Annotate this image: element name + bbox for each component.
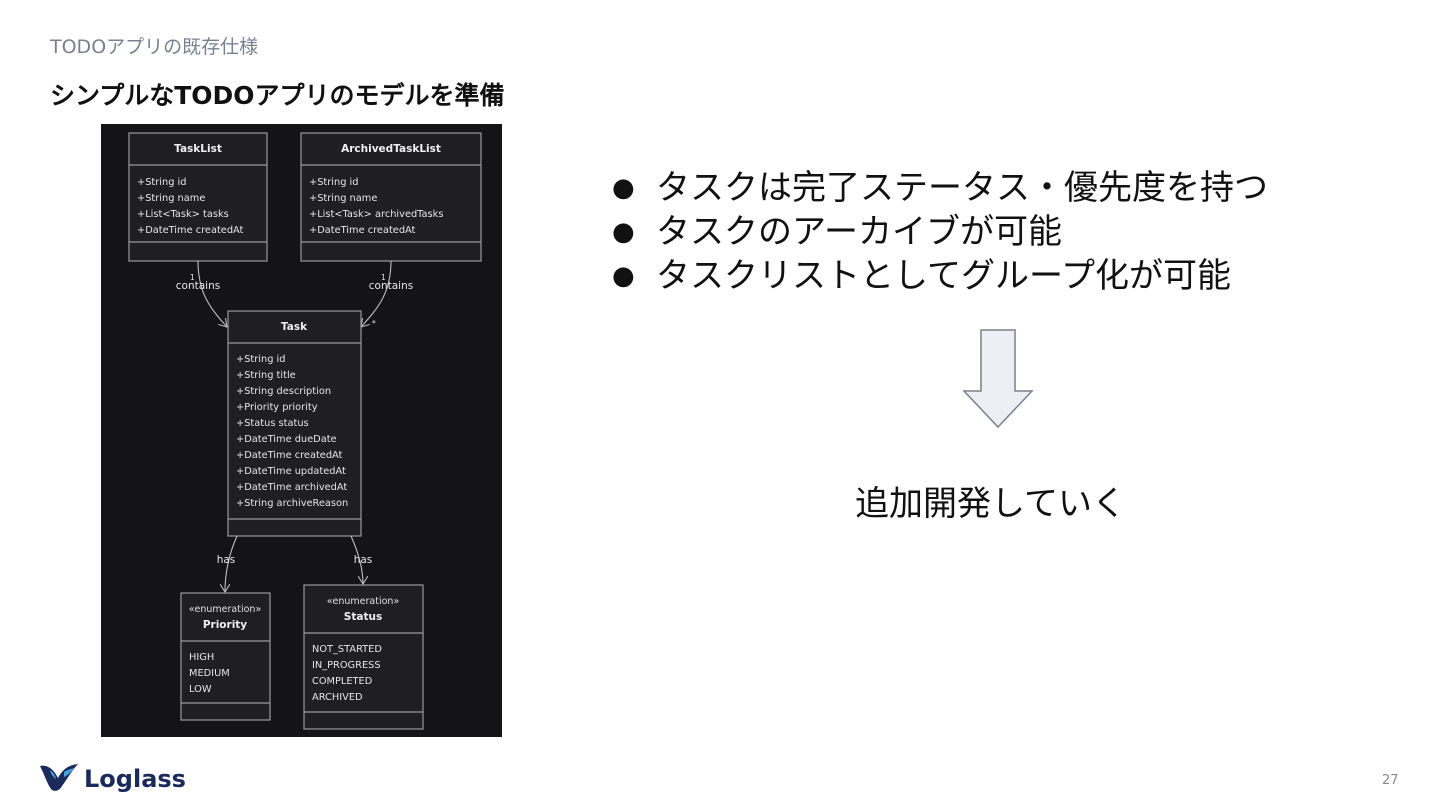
class-attribute: +Priority priority xyxy=(236,402,318,413)
class-name: ArchivedTaskList xyxy=(341,143,441,155)
relation-multiplicity: 1 xyxy=(190,273,195,282)
relation-multiplicity: 1 xyxy=(381,273,386,282)
class-task: Task +String id +String title +String de… xyxy=(227,310,362,537)
bullet-marker: ● xyxy=(612,217,635,247)
class-attribute: +DateTime createdAt xyxy=(137,225,244,236)
class-attribute: +String id xyxy=(236,354,286,365)
bullet-marker: ● xyxy=(612,173,635,203)
relation-task-status: has xyxy=(350,535,373,584)
class-attribute: +List<Task> tasks xyxy=(137,209,229,220)
enum-value: LOW xyxy=(189,684,212,695)
class-attribute: +DateTime archivedAt xyxy=(236,482,347,493)
class-tasklist: TaskList +String id +String name +List<T… xyxy=(128,132,268,262)
class-attribute: +DateTime createdAt xyxy=(236,450,343,461)
class-attribute: +DateTime dueDate xyxy=(236,434,337,445)
relation-archived-task: 1 contains * xyxy=(361,260,413,328)
list-item: ● タスクのアーカイブが可能 xyxy=(612,210,1268,254)
class-name: Priority xyxy=(203,619,247,631)
list-item-text: タスクのアーカイブが可能 xyxy=(656,212,1062,252)
enum-priority: «enumeration» Priority HIGH MEDIUM LOW xyxy=(180,592,271,721)
class-attribute: +String name xyxy=(309,193,377,204)
bird-logo-icon xyxy=(38,760,80,798)
enum-value: MEDIUM xyxy=(189,668,230,679)
relation-label: has xyxy=(217,554,236,566)
class-name: TaskList xyxy=(174,143,222,155)
enum-status: «enumeration» Status NOT_STARTED IN_PROG… xyxy=(303,584,424,730)
class-attribute: +String title xyxy=(236,370,296,381)
breadcrumb: TODOアプリの既存仕様 xyxy=(50,36,259,58)
logo-text: Loglass xyxy=(84,765,186,793)
company-logo: Loglass xyxy=(38,760,186,798)
relation-task-priority: has xyxy=(217,535,238,592)
conclusion-text: 追加開発していく xyxy=(855,484,1126,524)
enum-value: HIGH xyxy=(189,652,214,663)
class-attribute: +String id xyxy=(137,177,187,188)
class-name: Status xyxy=(344,611,382,623)
list-item: ● タスクは完了ステータス・優先度を持つ xyxy=(612,166,1268,210)
page-title: シンプルなTODOアプリのモデルを準備 xyxy=(50,81,505,110)
class-attribute: +Status status xyxy=(236,418,309,429)
enum-value: IN_PROGRESS xyxy=(312,660,381,671)
bullet-marker: ● xyxy=(612,261,635,291)
class-archivedtasklist: ArchivedTaskList +String id +String name… xyxy=(300,132,482,262)
class-attribute: +String archiveReason xyxy=(236,498,348,509)
class-attribute: +String description xyxy=(236,386,331,397)
list-item-text: タスクは完了ステータス・優先度を持つ xyxy=(656,168,1268,208)
class-stereotype: «enumeration» xyxy=(189,604,262,615)
class-attribute: +List<Task> archivedTasks xyxy=(309,209,443,220)
class-diagram: TaskList +String id +String name +List<T… xyxy=(101,124,502,737)
relation-label: has xyxy=(354,554,373,566)
relation-tasklist-task: 1 contains xyxy=(176,260,227,327)
relation-label: contains xyxy=(176,280,220,292)
list-item-text: タスクリストとしてグループ化が可能 xyxy=(656,256,1231,296)
class-attribute: +String name xyxy=(137,193,205,204)
enum-value: ARCHIVED xyxy=(312,692,363,703)
relation-label: contains xyxy=(369,280,413,292)
list-item: ● タスクリストとしてグループ化が可能 xyxy=(612,254,1268,298)
feature-list: ● タスクは完了ステータス・優先度を持つ ● タスクのアーカイブが可能 ● タスクリス… xyxy=(612,166,1268,298)
class-attribute: +DateTime createdAt xyxy=(309,225,416,236)
class-attribute: +String id xyxy=(309,177,359,188)
down-arrow-icon xyxy=(962,329,1034,433)
class-attribute: +DateTime updatedAt xyxy=(236,466,346,477)
class-name: Task xyxy=(281,321,308,333)
relation-target-multiplicity: * xyxy=(372,319,376,328)
class-stereotype: «enumeration» xyxy=(327,596,400,607)
enum-value: NOT_STARTED xyxy=(312,644,382,655)
page-number: 27 xyxy=(1382,773,1399,788)
enum-value: COMPLETED xyxy=(312,676,372,687)
